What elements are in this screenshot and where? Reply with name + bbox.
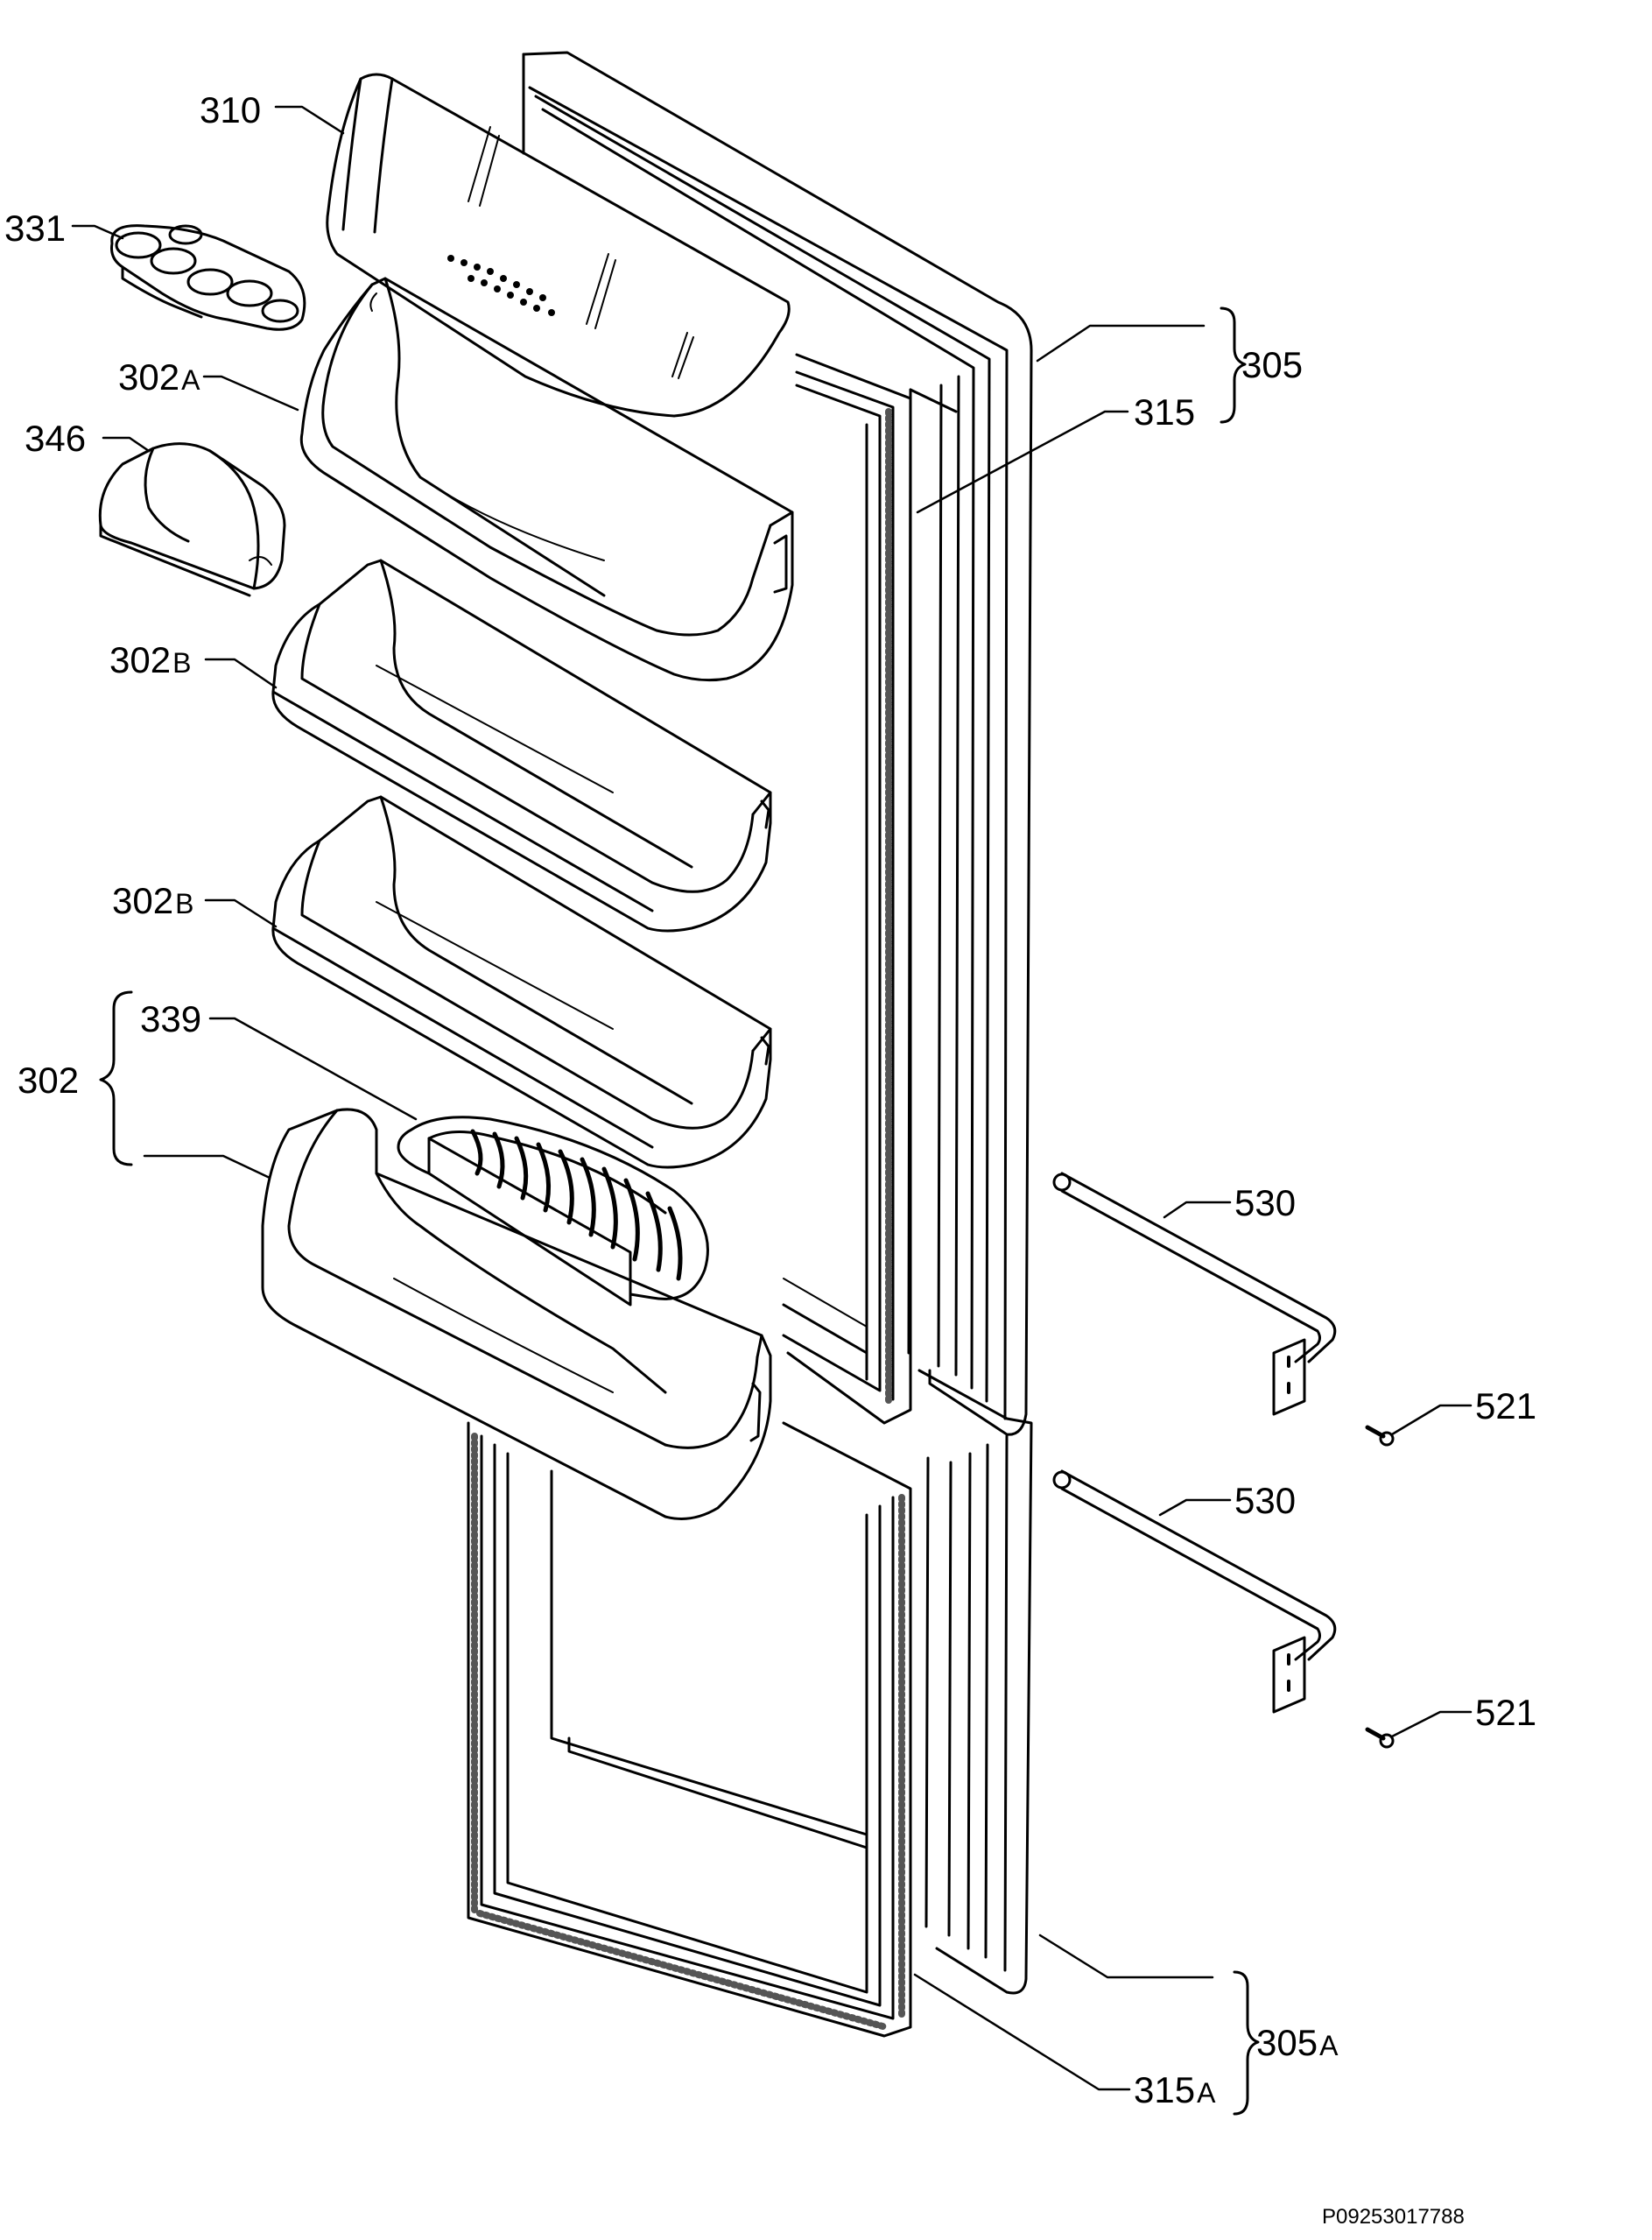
callout-521-lower: 521 bbox=[1475, 1692, 1537, 1733]
callout-521-upper: 521 bbox=[1475, 1385, 1537, 1426]
braces bbox=[99, 306, 1260, 2116]
callout-310: 310 bbox=[200, 89, 262, 130]
bottle-holder-ribs bbox=[470, 1129, 683, 1281]
lid-vent-holes bbox=[447, 255, 555, 316]
callout-305: 305 bbox=[1241, 344, 1304, 385]
dairy-compartment-lid bbox=[326, 73, 791, 418]
door-shelf-302b-upper bbox=[271, 559, 772, 933]
callout-305a: 305A bbox=[1256, 2022, 1339, 2063]
lower-door-gasket bbox=[467, 1421, 912, 2038]
callout-331: 331 bbox=[4, 208, 67, 249]
door-shelf-302a bbox=[299, 277, 794, 682]
door-shelf-302-bottom bbox=[261, 1108, 772, 1520]
callout-339: 339 bbox=[140, 998, 202, 1039]
brace-305a bbox=[1233, 1970, 1260, 2116]
bottle-holder bbox=[397, 1116, 709, 1307]
leader-lines bbox=[71, 105, 1473, 2091]
callout-315a: 315A bbox=[1134, 2069, 1216, 2110]
screw-lower bbox=[1365, 1727, 1395, 1749]
butter-dish bbox=[98, 442, 286, 597]
egg-tray bbox=[110, 224, 306, 331]
upper-door-panel bbox=[522, 51, 1033, 1436]
callout-346: 346 bbox=[25, 418, 87, 459]
document-id: P09253017788 bbox=[1322, 2205, 1465, 2229]
upper-door-gasket bbox=[782, 353, 912, 1425]
callout-530-lower: 530 bbox=[1234, 1480, 1297, 1521]
door-handle-upper bbox=[1052, 1172, 1337, 1416]
door-shelf-302b-lower bbox=[271, 795, 772, 1169]
callout-302a: 302A bbox=[118, 356, 200, 398]
lower-door-panel bbox=[917, 1369, 1033, 1995]
callout-302: 302 bbox=[18, 1060, 80, 1101]
callout-302b-lower: 302B bbox=[112, 880, 194, 921]
callout-530-upper: 530 bbox=[1234, 1182, 1297, 1223]
callout-302b-upper: 302B bbox=[109, 639, 192, 680]
door-handle-lower bbox=[1052, 1469, 1337, 1714]
brace-305 bbox=[1220, 306, 1247, 424]
brace-302 bbox=[99, 990, 133, 1166]
screw-upper bbox=[1365, 1425, 1395, 1447]
callout-315: 315 bbox=[1134, 391, 1196, 433]
